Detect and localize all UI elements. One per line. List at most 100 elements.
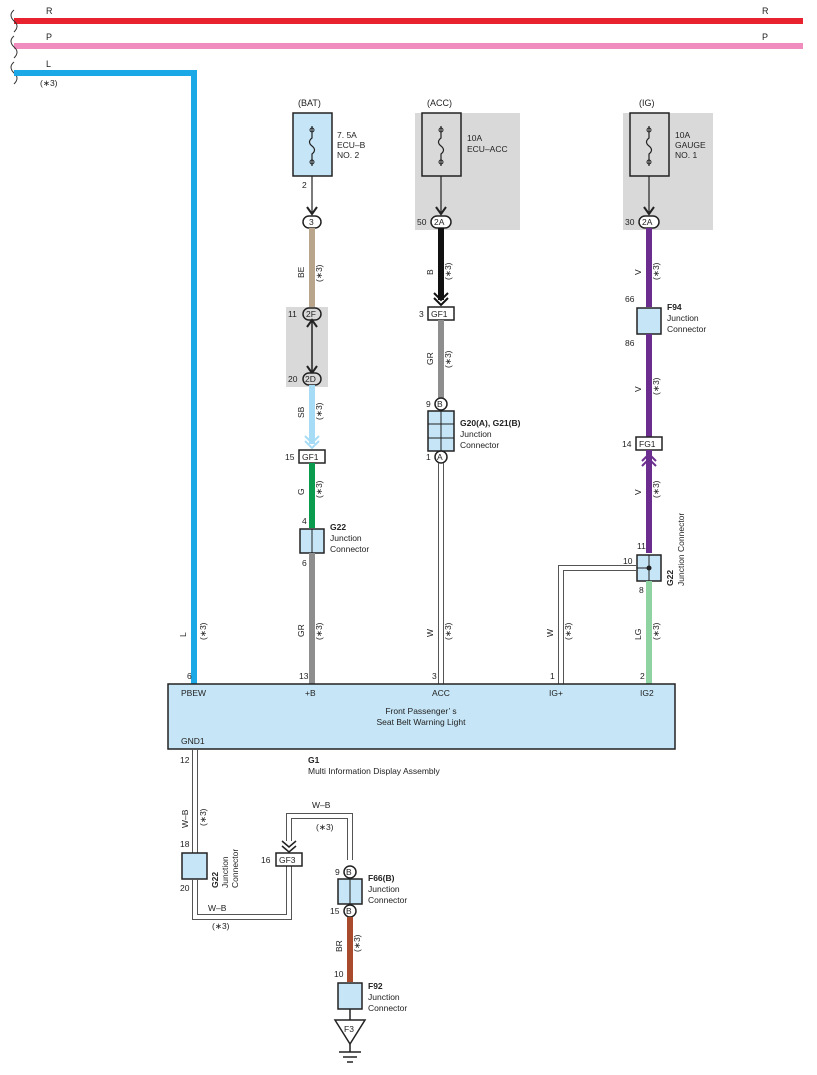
- junction-f66b-letter-top: B: [346, 867, 352, 877]
- junction-g20-g21-name1: Junction: [460, 429, 492, 439]
- wire-v2-note: (∗3): [651, 377, 661, 395]
- power-line-r-label-right: R: [762, 6, 769, 16]
- terminal-gnd1: GND1: [181, 736, 205, 746]
- wire-l-top-label: L: [46, 59, 51, 69]
- junction-g20-g21-name2: Connector: [460, 440, 499, 450]
- connector-2a-acc-label: 2A: [434, 217, 445, 227]
- fuse-bat-line3: NO. 2: [337, 150, 359, 160]
- wire-b-note: (∗3): [443, 262, 453, 280]
- ground-f3: F3: [333, 1019, 367, 1063]
- fuse-acc-line2: ECU–ACC: [467, 144, 508, 154]
- connector-gf1-bat: GF1 15: [285, 449, 326, 464]
- connector-gf3-pin: 16: [261, 855, 271, 865]
- connector-2f-label: 2F: [306, 309, 316, 319]
- junction-g20-g21-top-letter: B: [437, 399, 443, 409]
- junction-g22-ig-pin-top: 11: [637, 541, 646, 551]
- junction-f92-code: F92: [368, 981, 383, 991]
- connector-2a-acc-pin: 50: [417, 217, 427, 227]
- connector-gf3: GF3 16: [261, 840, 303, 867]
- fuse-acc-source: (ACC): [427, 98, 452, 108]
- wire-v3-note: (∗3): [651, 480, 661, 498]
- fuse-ig-line2: GAUGE: [675, 140, 706, 150]
- wire-wb3-label: W–B: [312, 800, 331, 810]
- junction-f92-name2: Connector: [368, 1003, 407, 1013]
- module-title-line2: Seat Belt Warning Light: [377, 717, 467, 727]
- module-title-line1: Front Passenger’ s: [385, 706, 456, 716]
- svg-text:GF3: GF3: [279, 855, 296, 865]
- junction-g20-g21-code: G20(A), G21(B): [460, 418, 521, 428]
- power-line-r: R R: [14, 6, 803, 24]
- wire-l-blue: L (∗3) L (∗3): [14, 59, 208, 684]
- wire-wb1-note: (∗3): [198, 808, 208, 826]
- junction-g20-g21-pin-top: 9: [426, 399, 431, 409]
- junction-f66b-code: F66(B): [368, 873, 395, 883]
- fuse-bat: (BAT) 7. 5A ECU–B NO. 2 2: [292, 98, 366, 190]
- junction-f94-pin-top: 66: [625, 294, 635, 304]
- connector-gf1-acc: GF1 3: [419, 306, 455, 321]
- junction-f66b-pin-top: 9: [335, 867, 340, 877]
- ground-f3-label: F3: [344, 1024, 354, 1034]
- fuse-ig: (IG) 10A GAUGE NO. 1 2A 30: [623, 98, 713, 230]
- wire-w-ig-note: (∗3): [563, 622, 573, 640]
- power-line-r-label-left: R: [46, 6, 53, 16]
- junction-f92-name1: Junction: [368, 992, 400, 1002]
- junction-f94-code: F94: [667, 302, 682, 312]
- connector-2a-ig-pin: 30: [625, 217, 635, 227]
- wire-gr-acc-label: GR: [425, 352, 435, 365]
- junction-g22-bat-name1: Junction: [330, 533, 362, 543]
- terminal-acc-pin: 3: [432, 671, 437, 681]
- wire-be-label: BE: [296, 266, 306, 278]
- wire-w-acc-label: W: [425, 629, 435, 637]
- junction-g20-g21-pin-bottom: 1: [426, 452, 431, 462]
- junction-g22-gnd-pin-top: 18: [180, 839, 190, 849]
- ground-icon: [339, 1044, 361, 1063]
- svg-text:FG1: FG1: [639, 439, 656, 449]
- fuse-bat-line1: 7. 5A: [337, 130, 357, 140]
- junction-f94: 66 86 F94 Junction Connector: [625, 294, 706, 348]
- junction-g22-bat-code: G22: [330, 522, 346, 532]
- terminal-acc: ACC: [432, 688, 450, 698]
- connector-gf1-bat-pin: 15: [285, 452, 295, 462]
- wire-l-note: (∗3): [198, 622, 208, 640]
- junction-f94-pin-bottom: 86: [625, 338, 635, 348]
- fuse-bat-source: (BAT): [298, 98, 321, 108]
- junction-f94-name2: Connector: [667, 324, 706, 334]
- wire-sb-note: (∗3): [314, 402, 324, 420]
- junction-f66b-name2: Connector: [368, 895, 407, 905]
- connector-2a-ig-label: 2A: [642, 217, 653, 227]
- terminal-b-pin: 13: [299, 671, 309, 681]
- junction-g22-bat-pin-bottom: 6: [302, 558, 307, 568]
- wire-g-label: G: [296, 488, 306, 495]
- junction-g22-gnd: 18 20 G22 Junction Connector: [180, 839, 240, 893]
- connector-gf1-acc-pin: 3: [419, 309, 424, 319]
- wire-b-label: B: [425, 269, 435, 275]
- fuse-acc: (ACC) 10A ECU–ACC 2A 50: [415, 98, 520, 230]
- wire-g-note: (∗3): [314, 480, 324, 498]
- junction-g20-g21: B 9 A 1 G20(A), G21(B) Junction Connecto…: [426, 397, 521, 464]
- junction-g22-ig-pin-bottom: 8: [639, 585, 644, 595]
- wire-sb-label: SB: [296, 406, 306, 418]
- wire-gr-acc-note: (∗3): [443, 350, 453, 368]
- terminal-ig-plus: IG+: [549, 688, 563, 698]
- wire-v1-note: (∗3): [651, 262, 661, 280]
- svg-text:GF1: GF1: [302, 452, 319, 462]
- terminal-pbew-pin: 6: [187, 671, 192, 681]
- terminal-ig2: IG2: [640, 688, 654, 698]
- junction-g20-g21-bottom-letter: A: [437, 452, 443, 462]
- module-name: Multi Information Display Assembly: [308, 766, 441, 776]
- junction-f66b-name1: Junction: [368, 884, 400, 894]
- junction-f66b-letter-bottom: B: [346, 906, 352, 916]
- junction-g22-bat-name2: Connector: [330, 544, 369, 554]
- junction-f92: 10 F92 Junction Connector: [334, 969, 407, 1013]
- module-g1: 6 PBEW 13 +B 3 ACC 1 IG+ 2 IG2 Front Pas…: [167, 671, 676, 776]
- junction-g22-bat-pin-top: 4: [302, 516, 307, 526]
- fuse-ig-line3: NO. 1: [675, 150, 697, 160]
- terminal-pbew: PBEW: [181, 688, 206, 698]
- power-line-p-label-left: P: [46, 32, 52, 42]
- wire-wb2-label: W–B: [208, 903, 227, 913]
- wire-v3-label: V: [633, 489, 643, 495]
- wire-wb1-label: W–B: [180, 809, 190, 828]
- fuse-bat-pin: 2: [302, 180, 307, 190]
- fuse-ig-source: (IG): [639, 98, 655, 108]
